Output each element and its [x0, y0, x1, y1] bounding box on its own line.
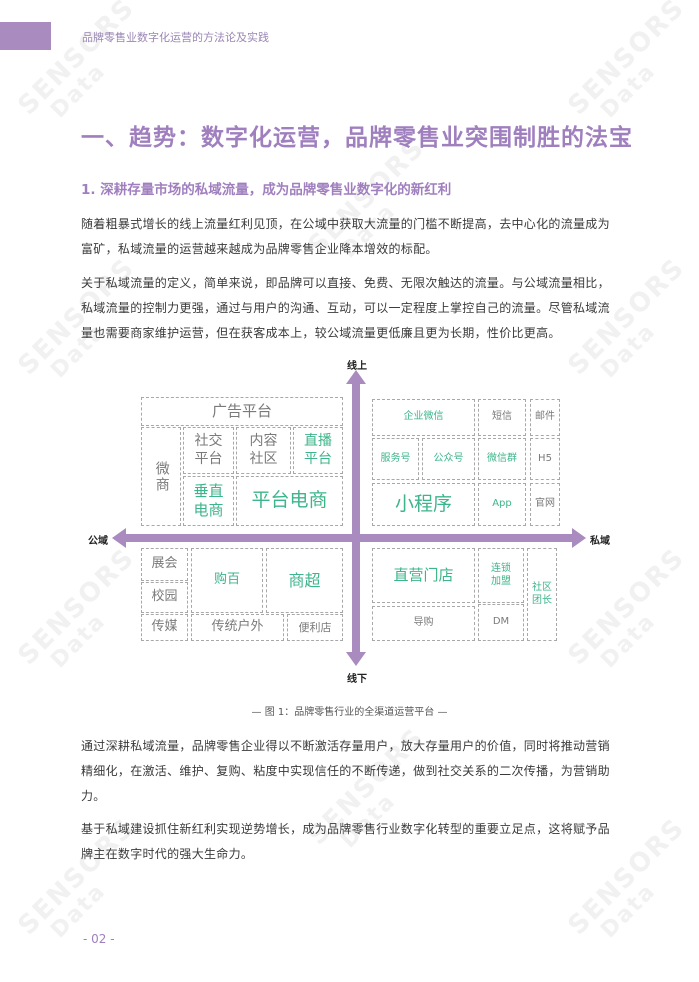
cell-email: 邮件 [530, 399, 560, 436]
axis-label-private: 私域 [590, 536, 610, 547]
cell-service-account: 服务号 [372, 438, 419, 480]
cell-media: 传媒 [141, 614, 188, 641]
axis-label-offline: 线下 [347, 674, 367, 685]
axis-label-public: 公域 [88, 536, 108, 547]
cell-mini-program: 小程序 [372, 483, 475, 526]
axis-label-online: 线上 [347, 361, 367, 372]
cell-ad-platform: 广告平台 [141, 397, 343, 426]
cell-content-community: 内容社区 [236, 427, 291, 474]
running-header-title: 品牌零售业数字化运营的方法论及实践 [82, 31, 269, 44]
cell-official-site: 官网 [530, 483, 560, 526]
cell-convenience-store: 便利店 [287, 614, 343, 641]
omnichannel-diagram: 线上 线下 公域 私域 广告平台 微商 社交平台 内容社区 直播平台 垂直电商 … [88, 361, 610, 685]
cell-exhibition: 展会 [141, 548, 188, 581]
cell-official-account: 公众号 [422, 438, 475, 480]
section-heading: 一、趋势：数字化运营，品牌零售业突围制胜的法宝 [81, 125, 633, 151]
cell-wechat-business: 微商 [141, 427, 181, 526]
cell-franchise: 连锁加盟 [478, 548, 524, 603]
cell-campus: 校园 [141, 582, 188, 613]
cell-dm: DM [478, 604, 524, 641]
cell-sms: 短信 [478, 399, 526, 436]
cell-wecom: 企业微信 [372, 399, 475, 436]
paragraph: 关于私域流量的定义，简单来说，即品牌可以直接、免费、无限次触达的流量。与公域流量… [81, 276, 610, 340]
header-accent-block [0, 22, 51, 50]
cell-app: App [478, 483, 526, 526]
cell-wechat-group: 微信群 [478, 438, 526, 480]
cell-social-platform: 社交平台 [183, 427, 234, 474]
cell-h5: H5 [530, 438, 560, 480]
cell-outdoor: 传统户外 [191, 614, 284, 641]
figure-caption: — 图 1：品牌零售行业的全渠道运营平台 — [251, 707, 448, 718]
paragraph: 随着粗暴式增长的线上流量红利见顶，在公域中获取大流量的门槛不断提高，去中心化的流… [81, 217, 610, 256]
cell-community-leader: 社区团长 [527, 548, 557, 641]
cell-shopping-guide: 导购 [372, 606, 475, 641]
cell-platform-ecommerce: 平台电商 [236, 476, 343, 526]
cell-department-store: 购百 [191, 548, 263, 613]
paragraph: 通过深耕私域流量，品牌零售企业得以不断激活存量用户，放大存量用户的价值，同时将推… [81, 739, 610, 803]
subsection-heading: 1. 深耕存量市场的私域流量，成为品牌零售业数字化的新红利 [81, 182, 452, 198]
page-number: - 02 - [83, 932, 115, 946]
axis-arrows [112, 370, 586, 666]
cell-direct-store: 直营门店 [372, 548, 475, 603]
cell-vertical-ecommerce: 垂直电商 [183, 476, 234, 526]
cell-supermarket: 商超 [266, 548, 343, 613]
paragraph: 基于私域建设抓住新红利实现逆势增长，成为品牌零售行业数字化转型的重要立足点，这将… [81, 822, 610, 861]
cell-live-platform: 直播平台 [293, 427, 343, 474]
